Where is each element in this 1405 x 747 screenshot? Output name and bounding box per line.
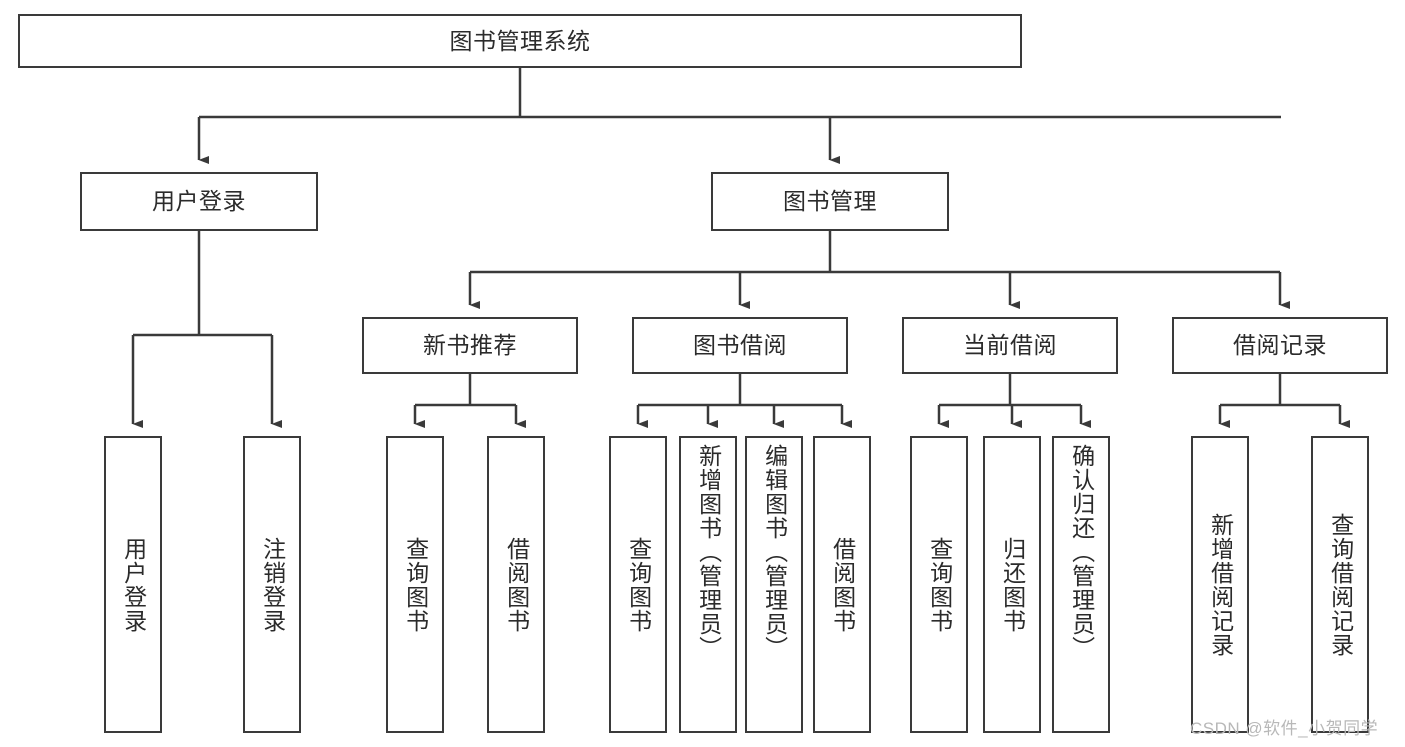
leaf-borrow-book-recommend[interactable]: 借阅图书 [487,436,545,733]
leaf-query-borrow-record-label: 查询借阅记录 [1327,512,1354,657]
node-new-book-recommend-label: 新书推荐 [423,332,517,358]
node-borrow-record[interactable]: 借阅记录 [1172,317,1388,374]
node-book-borrow-label: 图书借阅 [693,332,787,358]
leaf-query-book-current[interactable]: 查询图书 [910,436,968,733]
leaf-borrow-book-label: 借阅图书 [829,536,856,633]
node-current-borrow-label: 当前借阅 [963,332,1057,358]
leaf-add-book-admin-label: 新增图书（管理员） [695,444,722,660]
leaf-add-borrow-record-label: 新增借阅记录 [1207,512,1234,657]
node-user-login[interactable]: 用户登录 [80,172,318,231]
leaf-logout[interactable]: 注销登录 [243,436,301,733]
leaf-confirm-return-admin-label: 确认归还（管理员） [1068,444,1095,660]
node-borrow-record-label: 借阅记录 [1233,332,1327,358]
leaf-add-borrow-record[interactable]: 新增借阅记录 [1191,436,1249,733]
leaf-query-book-borrow[interactable]: 查询图书 [609,436,667,733]
leaf-query-borrow-record[interactable]: 查询借阅记录 [1311,436,1369,733]
leaf-borrow-book[interactable]: 借阅图书 [813,436,871,733]
leaf-add-book-admin[interactable]: 新增图书（管理员） [679,436,737,733]
node-book-management[interactable]: 图书管理 [711,172,949,231]
node-current-borrow[interactable]: 当前借阅 [902,317,1118,374]
node-book-management-label: 图书管理 [783,188,877,214]
leaf-return-book[interactable]: 归还图书 [983,436,1041,733]
node-book-borrow[interactable]: 图书借阅 [632,317,848,374]
leaf-edit-book-admin-label: 编辑图书（管理员） [761,444,788,660]
node-new-book-recommend[interactable]: 新书推荐 [362,317,578,374]
leaf-logout-label: 注销登录 [259,536,286,633]
watermark: CSDN @软件_小贺同学 [1190,719,1379,738]
node-user-login-label: 用户登录 [152,188,246,214]
leaf-confirm-return-admin[interactable]: 确认归还（管理员） [1052,436,1110,733]
node-root[interactable]: 图书管理系统 [18,14,1022,68]
leaf-user-login[interactable]: 用户登录 [104,436,162,733]
node-root-label: 图书管理系统 [449,27,591,54]
leaf-query-book-current-label: 查询图书 [926,536,953,633]
leaf-query-book-recommend[interactable]: 查询图书 [386,436,444,733]
leaf-query-book-borrow-label: 查询图书 [625,536,652,633]
leaf-edit-book-admin[interactable]: 编辑图书（管理员） [745,436,803,733]
leaf-return-book-label: 归还图书 [999,536,1026,633]
leaf-query-book-recommend-label: 查询图书 [402,536,429,633]
leaf-user-login-label: 用户登录 [120,536,147,633]
leaf-borrow-book-recommend-label: 借阅图书 [503,536,530,633]
